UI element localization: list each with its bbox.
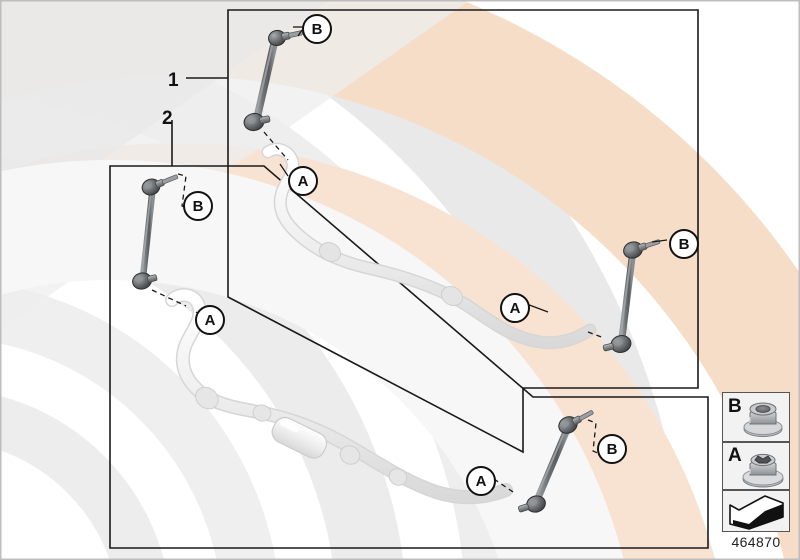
legend-letter-b: B [728,396,742,417]
callout-b-box2-right: B [597,434,627,464]
stabilizer-link-box2-right [481,410,601,513]
stabilizer-link-box2 [132,173,207,319]
direction-arrow-icon [729,495,784,530]
legend-letter-a: A [728,445,742,466]
collar-nut-icon [743,402,783,437]
callout-b-upper-left: B [302,14,332,44]
callout-b-right: B [669,229,699,259]
group-box-2 [109,165,709,549]
legend-item-a: A [722,442,790,490]
callout-a-upper-left: A [288,166,318,196]
callout-a-box2-right: A [466,466,496,496]
item-number-2: 2 [162,108,173,129]
callout-a-right: A [500,293,530,323]
callout-b-box2-left: B [183,191,213,221]
stabilizer-link-right [515,239,668,354]
callout-a-box2-left: A [195,305,225,335]
image-number: 464870 [731,534,781,550]
stabilizer-link-upper-left [243,26,303,177]
flange-nut-icon [742,453,784,488]
front-stabilizer-bar [261,142,597,350]
item-number-1: 1 [168,70,179,91]
legend-item-arrow [722,490,790,532]
legend-item-b: B [722,392,790,442]
